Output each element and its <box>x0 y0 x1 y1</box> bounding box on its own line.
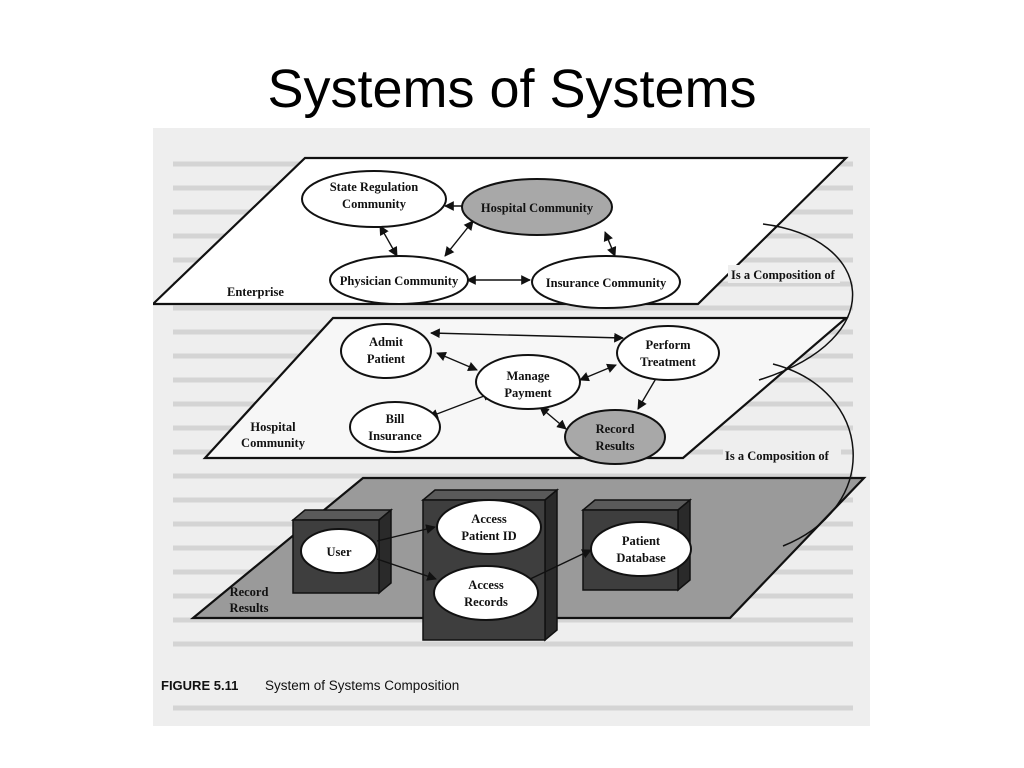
svg-text:Admit: Admit <box>369 335 404 349</box>
node-hospital-community: Hospital Community <box>461 178 613 236</box>
node-bill-insurance: Bill Insurance <box>349 401 441 453</box>
svg-text:Record: Record <box>596 422 635 436</box>
svg-text:Physician Community: Physician Community <box>340 274 459 288</box>
svg-text:User: User <box>327 545 352 559</box>
composition-label-1: Is a Composition of <box>731 268 836 282</box>
node-access-patient-id: Access Patient ID <box>436 499 542 555</box>
svg-text:State Regulation: State Regulation <box>330 180 419 194</box>
composition-arc-1 <box>758 223 854 381</box>
svg-text:Records: Records <box>464 595 508 609</box>
node-admit-patient: Admit Patient <box>340 323 432 379</box>
svg-text:Insurance Community: Insurance Community <box>546 276 667 290</box>
svg-text:Payment: Payment <box>504 386 552 400</box>
hospital-label-line1: Hospital <box>250 420 296 434</box>
figure-number: FIGURE 5.11 <box>161 678 238 693</box>
composition-label-2: Is a Composition of <box>725 449 830 463</box>
record-label-line1: Record <box>230 585 269 599</box>
node-perform-treatment: Perform Treatment <box>616 325 720 381</box>
connectors-enterprise <box>379 201 617 285</box>
node-access-records: Access Records <box>433 565 539 621</box>
enterprise-label: Enterprise <box>227 285 284 299</box>
svg-text:Patient: Patient <box>622 534 661 548</box>
composition-label-bg-2 <box>723 446 841 464</box>
node-user: User <box>300 528 378 574</box>
composition-arc-2 <box>772 363 854 547</box>
hospital-label-line2: Community <box>241 436 306 450</box>
svg-text:Patient: Patient <box>367 352 406 366</box>
node-record-results: Record Results <box>564 409 666 465</box>
figure-caption: System of Systems Composition <box>265 678 459 693</box>
composition-label-bg-1 <box>728 265 840 283</box>
node-state-regulation: State Regulation Community <box>301 170 447 228</box>
svg-text:Access: Access <box>468 578 504 592</box>
svg-text:Insurance: Insurance <box>368 429 422 443</box>
slide-title: Systems of Systems <box>267 59 757 119</box>
svg-text:Perform: Perform <box>645 338 691 352</box>
figure-scan: Enterprise State Regulation Community Ho… <box>153 128 870 726</box>
node-physician-community: Physician Community <box>329 255 469 305</box>
svg-text:Database: Database <box>616 551 666 565</box>
node-manage-payment: Manage Payment <box>475 354 581 410</box>
svg-text:Bill: Bill <box>386 412 405 426</box>
svg-text:Hospital Community: Hospital Community <box>481 201 594 215</box>
svg-text:Results: Results <box>596 439 635 453</box>
node-patient-database: Patient Database <box>590 521 692 577</box>
connectors-record <box>376 524 592 582</box>
svg-text:Manage: Manage <box>506 369 550 383</box>
svg-text:Community: Community <box>342 197 407 211</box>
svg-text:Patient ID: Patient ID <box>461 529 516 543</box>
record-label-line2: Results <box>230 601 269 615</box>
svg-text:Access: Access <box>471 512 507 526</box>
svg-text:Treatment: Treatment <box>640 355 697 369</box>
system-composition-diagram: Enterprise State Regulation Community Ho… <box>153 156 867 711</box>
node-insurance-community: Insurance Community <box>531 255 681 309</box>
